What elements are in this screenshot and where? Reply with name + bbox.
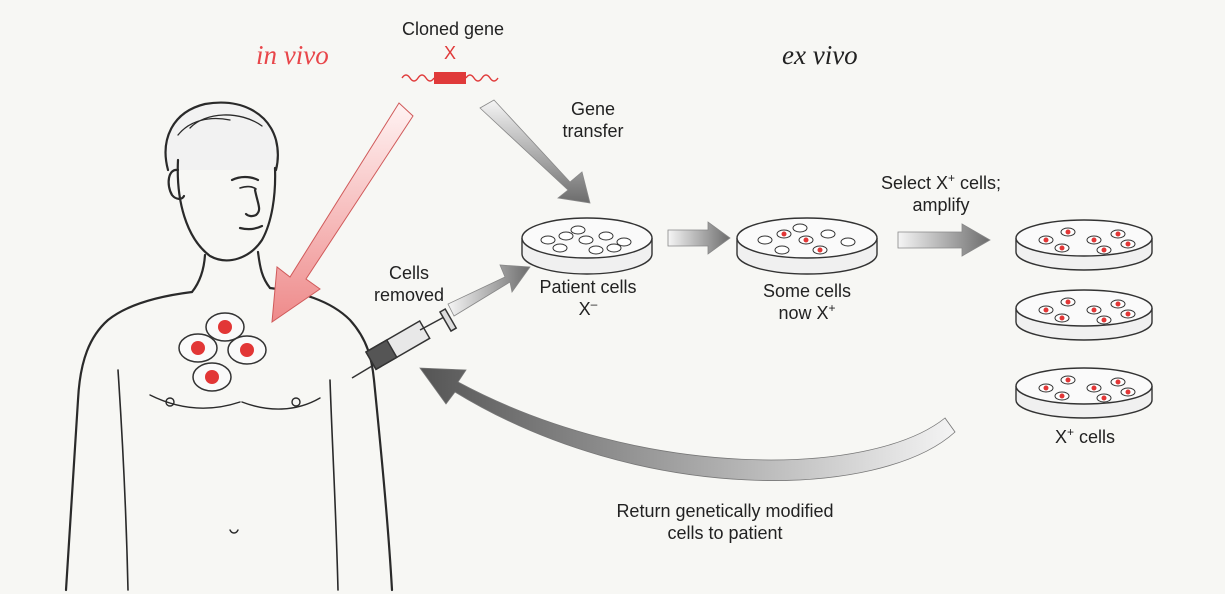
- gene-transfer-label: Gene transfer: [548, 98, 638, 142]
- some-cells-line-1: Some cells: [762, 281, 852, 301]
- patient-cells-label: Patient cells X–: [522, 276, 654, 320]
- some-cells-label: Some cells now X+: [740, 280, 874, 324]
- petri-dish-patient-cells: [521, 217, 653, 275]
- select-line-1: Select X+ cells;: [880, 171, 1002, 193]
- some-cells-line-2: now X+: [778, 301, 836, 323]
- return-cells-arrow: [419, 367, 956, 481]
- gene-x-label: X: [443, 43, 456, 63]
- gene-transfer-arrow: [479, 99, 591, 204]
- return-line-2: cells to patient: [667, 523, 783, 543]
- cloned-gene-dna: [401, 72, 499, 84]
- ex-vivo-label: ex vivo: [782, 40, 858, 70]
- syringe: [351, 307, 458, 379]
- cells-removed-label: Cells removed: [364, 262, 454, 306]
- select-line-2: amplify: [912, 195, 970, 215]
- gene-transfer-line-2: transfer: [562, 121, 624, 141]
- return-line-1: Return genetically modified: [616, 501, 834, 521]
- cells-removed-line-1: Cells: [388, 263, 429, 283]
- gene-transfer-line-1: Gene: [570, 99, 616, 119]
- patient-cells-line-2: X–: [578, 297, 598, 319]
- patient-figure: [64, 101, 394, 592]
- petri-dishes-x-plus: [1015, 219, 1153, 419]
- petri-dish-some-cells: [736, 217, 878, 275]
- patient-cells-line-1: Patient cells: [539, 277, 637, 297]
- in-vivo-label: in vivo: [256, 40, 329, 70]
- select-amplify-label: Select X+ cells; amplify: [856, 172, 1026, 216]
- cells-removed-arrow: [447, 264, 531, 317]
- cells-removed-line-2: removed: [373, 285, 445, 305]
- return-cells-label: Return genetically modified cells to pat…: [570, 500, 880, 544]
- cloned-gene-label: Cloned gene: [401, 19, 505, 39]
- in-vivo-arrow: [271, 102, 414, 324]
- chest-injection-sites: [178, 312, 267, 392]
- arrow-select-amplify: [897, 223, 991, 257]
- x-plus-cells-label: X+ cells: [1054, 425, 1116, 447]
- arrow-to-some-cells: [667, 221, 731, 255]
